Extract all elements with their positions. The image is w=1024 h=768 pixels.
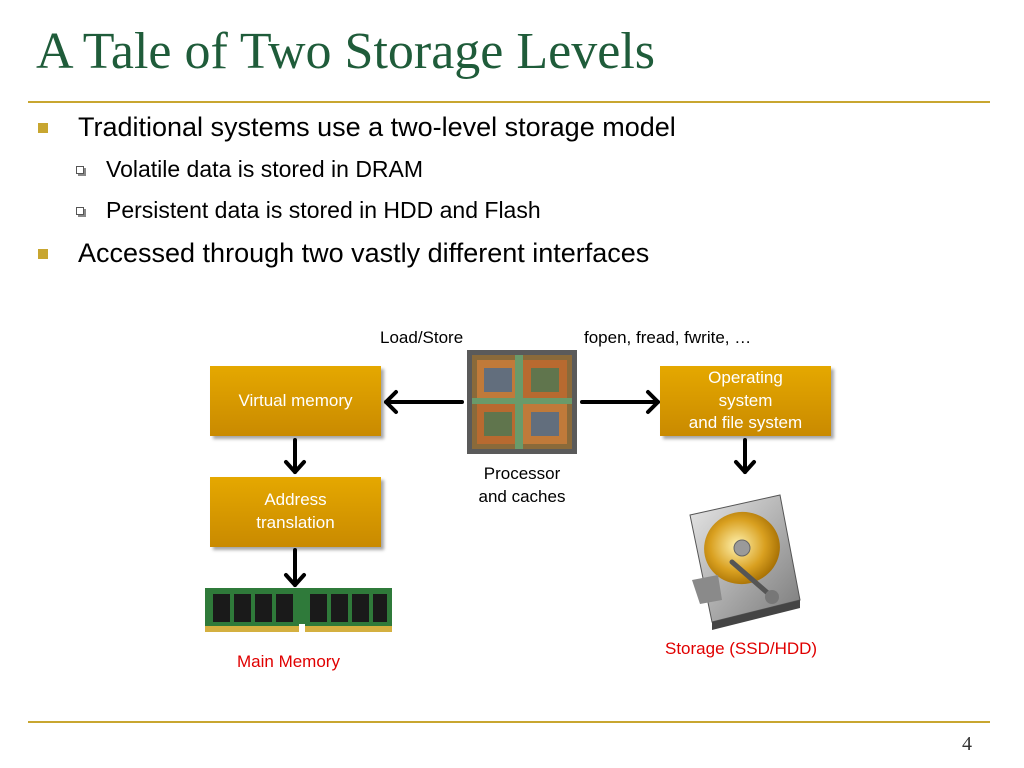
- arrow-processor-to-virtual-memory: [384, 390, 464, 414]
- sub-bullet-item: Volatile data is stored in DRAM: [76, 156, 423, 183]
- bullet-text: Traditional systems use a two-level stor…: [78, 112, 676, 142]
- virtual-memory-box: Virtual memory: [210, 366, 381, 436]
- slide-title: A Tale of Two Storage Levels: [36, 23, 655, 80]
- operating-system-box: Operating system and file system: [660, 366, 831, 436]
- processor-label: Processor and caches: [478, 464, 566, 507]
- arrow-os-to-storage: [734, 438, 756, 474]
- page-number: 4: [962, 733, 972, 755]
- sub-bullet-item: Persistent data is stored in HDD and Fla…: [76, 197, 541, 224]
- hard-drive-icon: [689, 494, 801, 630]
- sub-bullet-text: Volatile data is stored in DRAM: [106, 156, 424, 182]
- square-bullet-icon: [38, 248, 48, 259]
- square-bullet-icon: [38, 122, 48, 133]
- arrow-processor-to-os: [580, 390, 660, 414]
- sub-bullet-text: Persistent data is stored in HDD and Fla…: [106, 197, 541, 223]
- bullet-text: Accessed through two vastly different in…: [78, 238, 650, 268]
- bottom-divider: [28, 721, 990, 723]
- main-memory-label: Main Memory: [237, 652, 340, 671]
- address-translation-box: Address translation: [210, 477, 381, 547]
- top-divider: [28, 101, 990, 103]
- processor-chip-icon: [467, 350, 577, 454]
- bullet-item: Accessed through two vastly different in…: [38, 238, 649, 269]
- arrow-address-translation-to-memory: [284, 548, 306, 587]
- arrow-vm-to-address-translation: [284, 438, 306, 474]
- storage-label: Storage (SSD/HDD): [665, 639, 818, 658]
- file-api-label: fopen, fread, fwrite, …: [584, 328, 752, 347]
- hollow-square-bullet-icon: [76, 165, 84, 174]
- hollow-square-bullet-icon: [76, 206, 84, 215]
- dram-module-icon: [205, 588, 392, 632]
- load-store-label: Load/Store: [380, 328, 464, 347]
- bullet-item: Traditional systems use a two-level stor…: [38, 112, 676, 143]
